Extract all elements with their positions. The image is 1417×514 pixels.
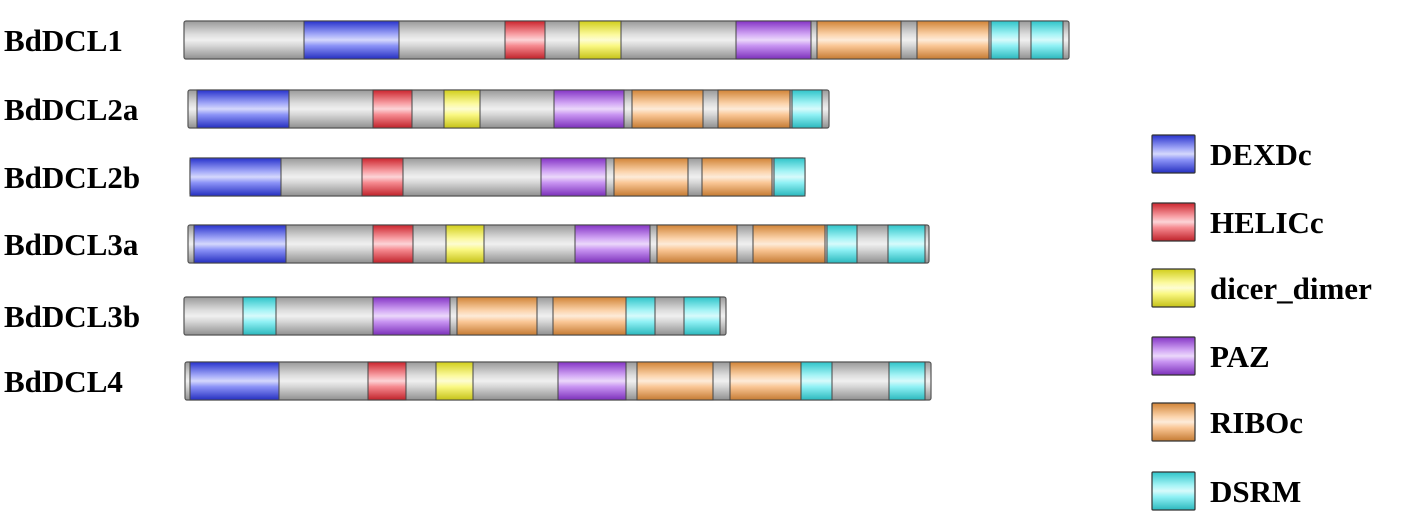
legend-label: RIBOc — [1210, 405, 1303, 440]
domain-dsrm — [625, 296, 656, 336]
legend-swatch — [1151, 471, 1196, 511]
domain-paz — [540, 157, 607, 197]
legend-item-paz: PAZ — [1151, 336, 1270, 376]
protein-label: BdDCL3b — [4, 299, 140, 334]
protein-label: BdDCL2a — [4, 92, 139, 127]
domain-dexdc — [189, 361, 280, 401]
domain-paz — [372, 296, 451, 336]
domain-dexdc — [189, 157, 282, 197]
legend-label: PAZ — [1210, 339, 1270, 374]
legend-label: DEXDc — [1210, 137, 1312, 172]
domain-riboc — [613, 157, 689, 197]
domain-paz — [553, 89, 625, 129]
protein-row-bddcl1: BdDCL1 — [4, 20, 1070, 60]
domain-helicc — [504, 20, 546, 60]
protein-row-bddcl3b: BdDCL3b — [4, 296, 727, 336]
domain-dsrm — [800, 361, 833, 401]
domain-riboc — [916, 20, 990, 60]
domain-riboc — [552, 296, 627, 336]
protein-label: BdDCL4 — [4, 364, 123, 399]
domain-helicc — [361, 157, 404, 197]
domain-dsrm — [887, 224, 926, 264]
protein-row-bddcl2b: BdDCL2b — [4, 157, 806, 197]
domain-paz — [557, 361, 627, 401]
legend-item-dsrm: DSRM — [1151, 471, 1301, 511]
legend-swatch — [1151, 402, 1196, 442]
domain-riboc — [729, 361, 802, 401]
domain-dsrm — [791, 89, 823, 129]
domain-dicer-dimer — [445, 224, 485, 264]
domain-riboc — [631, 89, 704, 129]
domain-riboc — [717, 89, 791, 129]
legend-swatch — [1151, 134, 1196, 174]
domain-dexdc — [193, 224, 287, 264]
legend-item-dexdc: DEXDc — [1151, 134, 1312, 174]
domain-riboc — [636, 361, 714, 401]
protein-row-bddcl2a: BdDCL2a — [4, 89, 830, 129]
domain-dexdc — [303, 20, 400, 60]
domain-dsrm — [1030, 20, 1064, 60]
domain-dsrm — [773, 157, 806, 197]
domain-riboc — [816, 20, 902, 60]
domain-paz — [574, 224, 651, 264]
protein-label: BdDCL3a — [4, 227, 139, 262]
domain-dsrm — [826, 224, 858, 264]
legend-swatch — [1151, 336, 1196, 376]
domain-dsrm — [888, 361, 926, 401]
domain-dicer-dimer — [578, 20, 622, 60]
domain-helicc — [372, 89, 413, 129]
domain-dsrm — [990, 20, 1020, 60]
protein-label: BdDCL2b — [4, 160, 140, 195]
domain-helicc — [372, 224, 414, 264]
domain-dsrm — [683, 296, 721, 336]
domain-riboc — [752, 224, 826, 264]
domain-dsrm — [242, 296, 277, 336]
legend-label: HELICc — [1210, 205, 1324, 240]
domain-paz — [735, 20, 812, 60]
legend-item-riboc: RIBOc — [1151, 402, 1303, 442]
protein-row-bddcl4: BdDCL4 — [4, 361, 932, 401]
legend-label: dicer_dimer — [1210, 271, 1372, 306]
legend-swatch — [1151, 202, 1196, 242]
domain-riboc — [701, 157, 773, 197]
domain-riboc — [656, 224, 738, 264]
protein-row-bddcl3a: BdDCL3a — [4, 224, 930, 264]
legend-swatch — [1151, 268, 1196, 308]
domain-dexdc — [196, 89, 290, 129]
legend-item-dicer-dimer: dicer_dimer — [1151, 268, 1372, 308]
legend-item-helicc: HELICc — [1151, 202, 1324, 242]
domain-dicer-dimer — [443, 89, 481, 129]
domain-dicer-dimer — [435, 361, 474, 401]
legend-label: DSRM — [1210, 474, 1301, 509]
domain-riboc — [456, 296, 538, 336]
domain-helicc — [367, 361, 407, 401]
protein-label: BdDCL1 — [4, 23, 123, 58]
